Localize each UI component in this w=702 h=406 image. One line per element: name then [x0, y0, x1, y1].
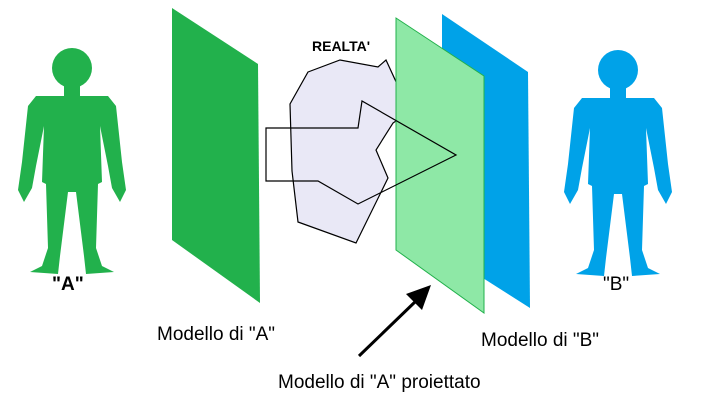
person-a-label: "A" — [52, 274, 84, 295]
projection-arrow-outline — [265, 100, 458, 205]
projected-model-plane — [395, 17, 485, 314]
pointer-arrow-head — [406, 285, 431, 310]
projected-model-label: Modello di "A" proiettato — [278, 372, 481, 393]
person-b-label: "B" — [603, 274, 630, 295]
model-a-label: Modello di "A" — [157, 324, 276, 345]
person-a-figure — [18, 48, 126, 274]
model-b-label: Modello di "B" — [481, 330, 600, 351]
person-b-figure — [564, 50, 672, 276]
pointer-arrow-line — [357, 298, 419, 358]
reality-label: REALTA' — [312, 38, 371, 54]
reality-shape — [289, 59, 416, 244]
model-a-plane — [172, 8, 260, 303]
